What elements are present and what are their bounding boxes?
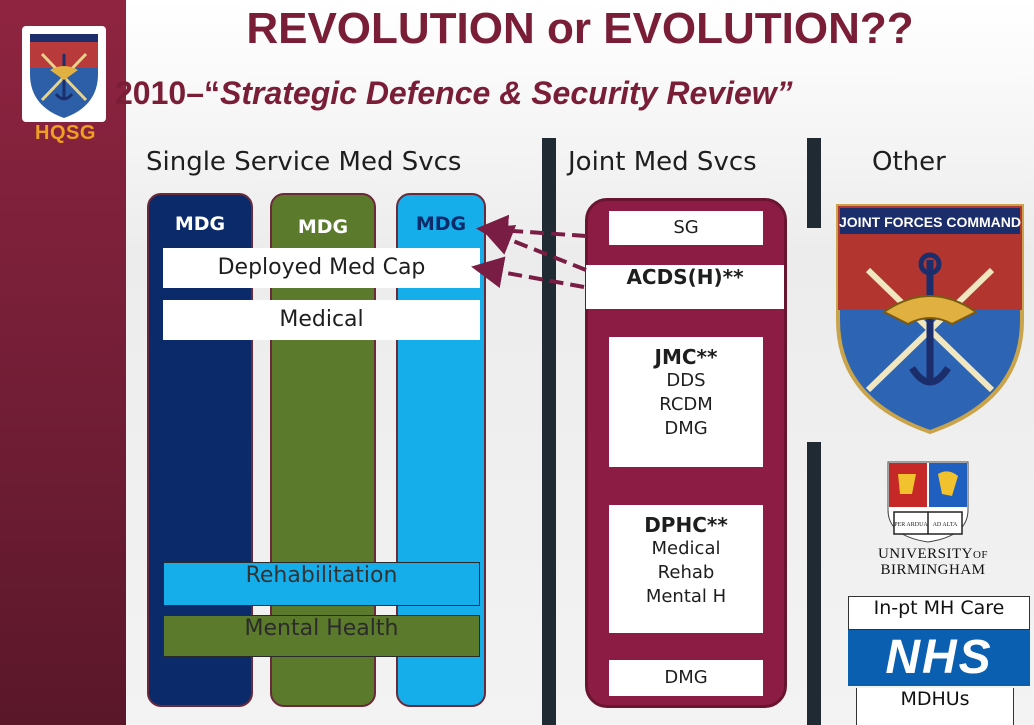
jfc-shield-icon: JOINT FORCES COMMAND [836, 204, 1024, 435]
dphc-item: Rehab [657, 562, 715, 583]
rehabilitation-box: Rehabilitation [163, 562, 480, 606]
jmc-box: JMC** DDS RCDM DMG [609, 337, 763, 467]
slide-title: REVOLUTION or EVOLUTION?? [246, 4, 914, 53]
divider-left [542, 138, 556, 725]
jmc-item: DDS [666, 370, 706, 391]
dphc-item: Mental H [645, 586, 727, 607]
university-name-line2: BIRMINGHAM [880, 562, 986, 578]
divider-right-top [807, 138, 821, 228]
subtitle-review: Strategic Defence & Security Review” [219, 75, 793, 111]
section-single-service: Single Service Med Svcs [146, 147, 462, 177]
section-other: Other [872, 147, 946, 177]
uni-of: OF [972, 549, 989, 561]
nhs-logo: NHS [848, 630, 1030, 686]
dphc-item: Medical [651, 538, 721, 559]
subtitle-prefix: 2010–“ [115, 75, 220, 111]
jmc-title: JMC** [654, 345, 718, 369]
jfc-banner-text: JOINT FORCES COMMAND [839, 214, 1021, 230]
dphc-title: DPHC** [644, 513, 728, 537]
medical-box: Medical [163, 300, 480, 340]
mdg-label-navy: MDG [174, 213, 226, 235]
university-crest-icon: PER ARDUA AD ALTA [887, 461, 969, 543]
jmc-item: RCDM [659, 394, 713, 415]
dphc-box: DPHC** Medical Rehab Mental H [609, 505, 763, 633]
mdhus-box: MDHUs [856, 688, 1014, 725]
inpatient-mh-care-box: In-pt MH Care [848, 596, 1030, 630]
crest-motto-right: AD ALTA [933, 522, 958, 528]
university-name-line1: UNIVERSITYOF [846, 546, 1020, 563]
hqsg-label: HQSG [35, 122, 96, 144]
deployed-med-cap-box: Deployed Med Cap [163, 248, 480, 288]
mental-health-box: Mental Health [163, 615, 480, 657]
dmg-box: DMG [609, 660, 763, 696]
mdg-label-army: MDG [297, 216, 349, 238]
jmc-item: DMG [664, 418, 708, 439]
mdg-label-raf: MDG [415, 213, 467, 235]
section-joint: Joint Med Svcs [568, 147, 757, 177]
jfc-crest-icon [22, 26, 106, 122]
nhs-logo-text: NHS [885, 631, 993, 684]
crest-motto-left: PER ARDUA [894, 522, 928, 528]
uni-line1: UNIVERSITY [877, 546, 973, 562]
divider-right-bottom [807, 442, 821, 725]
slide-subtitle: 2010–“Strategic Defence & Security Revie… [115, 75, 1034, 112]
sg-box: SG [609, 211, 763, 245]
acds-box: ACDS(H)** [586, 265, 784, 309]
